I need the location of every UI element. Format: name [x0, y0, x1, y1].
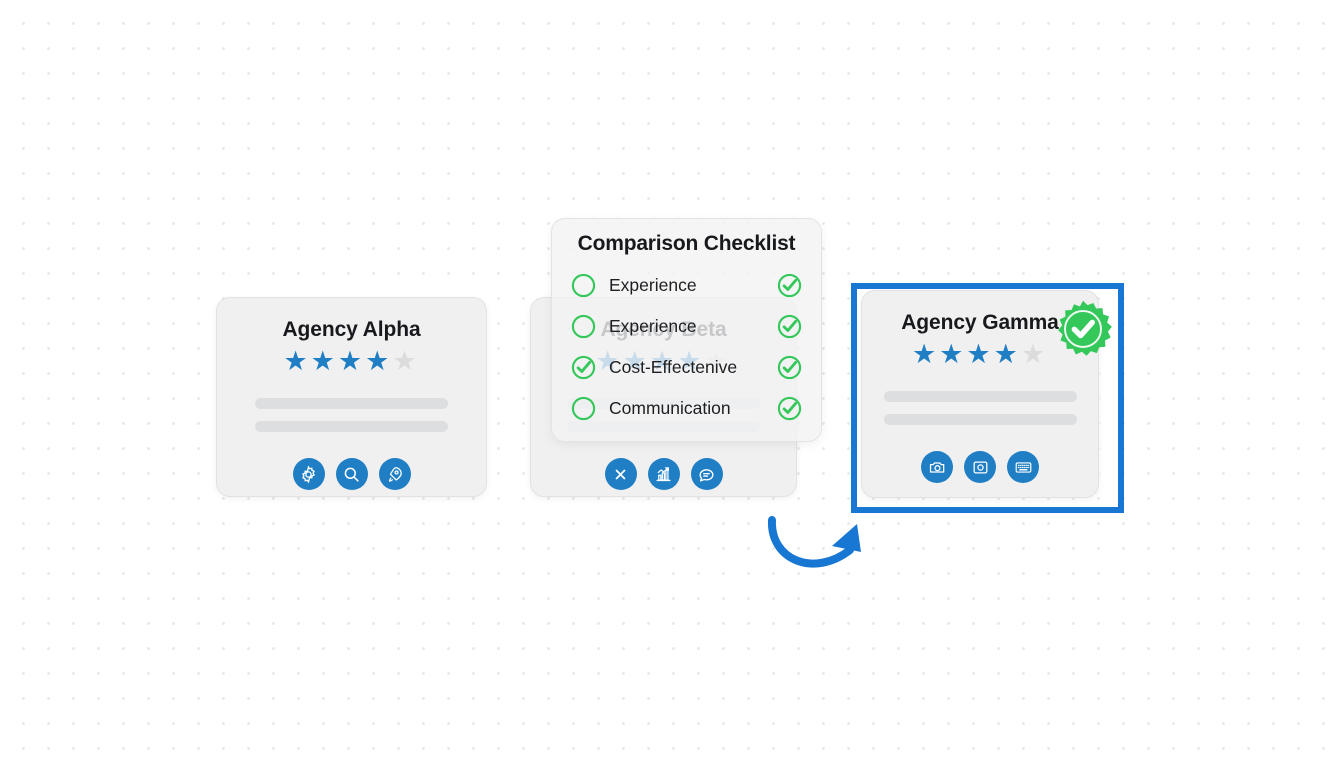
curved-arrow-icon — [767, 516, 861, 568]
checklist-row-label: Communication — [609, 398, 731, 418]
agency-gamma-action-icons — [862, 451, 1098, 483]
search-icon[interactable] — [335, 458, 368, 490]
star-empty: ★ — [392, 346, 420, 376]
photo-icon[interactable] — [964, 451, 996, 483]
checkbox-checked-icon[interactable] — [776, 272, 803, 299]
comparison-checklist-panel: Comparison Checklist Experience Experien… — [551, 218, 822, 442]
agency-alpha-placeholder-lines — [255, 398, 448, 432]
close-x-icon[interactable] — [604, 458, 637, 490]
star-filled: ★ — [911, 339, 940, 369]
skeleton-line — [883, 414, 1077, 425]
skeleton-line — [255, 421, 448, 432]
star-filled: ★ — [365, 346, 393, 376]
chat-bubble-icon[interactable] — [690, 458, 723, 490]
checkbox-checked-icon[interactable] — [570, 354, 597, 381]
agency-gamma-title: Agency Gamma — [901, 311, 1059, 334]
checkbox-unchecked-icon[interactable] — [570, 313, 597, 340]
agency-gamma-rating: ★★★★★ — [862, 341, 1098, 368]
checklist-row[interactable]: Experience — [552, 265, 821, 306]
checkbox-unchecked-icon[interactable] — [570, 395, 597, 422]
keyboard-icon[interactable] — [1007, 451, 1039, 483]
star-filled: ★ — [993, 339, 1021, 369]
star-filled: ★ — [939, 339, 967, 369]
agency-gamma-placeholder-lines — [883, 391, 1077, 425]
star-filled: ★ — [966, 339, 994, 369]
comparison-checklist-title: Comparison Checklist — [577, 232, 796, 255]
agency-card-gamma[interactable]: Agency Gamma ★★★★★ — [861, 290, 1099, 498]
star-filled: ★ — [310, 346, 338, 376]
rocket-icon[interactable] — [378, 458, 411, 490]
agency-alpha-rating: ★★★★★ — [217, 348, 486, 375]
star-filled: ★ — [337, 346, 366, 376]
bar-chart-icon[interactable] — [647, 458, 680, 490]
checkbox-checked-icon[interactable] — [776, 354, 803, 381]
verified-badge-icon — [1058, 300, 1112, 356]
checkbox-checked-icon[interactable] — [776, 313, 803, 340]
star-filled: ★ — [283, 346, 311, 376]
checkbox-checked-icon[interactable] — [776, 395, 803, 422]
camera-icon[interactable] — [921, 451, 953, 483]
agency-alpha-action-icons — [217, 458, 486, 490]
checklist-row-label: Experience — [609, 275, 697, 295]
star-empty: ★ — [1020, 339, 1049, 369]
checklist-row-label: Experience — [609, 316, 697, 336]
checklist-row[interactable]: Cost-Effectenive — [552, 347, 821, 388]
gear-icon[interactable] — [292, 458, 325, 490]
checklist-row-label: Cost-Effectenive — [609, 357, 738, 377]
agency-card-alpha[interactable]: Agency Alpha ★★★★★ — [216, 297, 487, 497]
skeleton-line — [883, 391, 1077, 402]
comparison-checklist-rows: Experience Experience — [552, 265, 821, 429]
checklist-row[interactable]: Communication — [552, 388, 821, 429]
checklist-row[interactable]: Experience — [552, 306, 821, 347]
selection-highlight-frame — [851, 283, 1124, 513]
skeleton-line — [255, 398, 448, 409]
agency-alpha-title: Agency Alpha — [282, 318, 421, 341]
agency-beta-action-icons — [531, 458, 796, 490]
checkbox-unchecked-icon[interactable] — [570, 272, 597, 299]
